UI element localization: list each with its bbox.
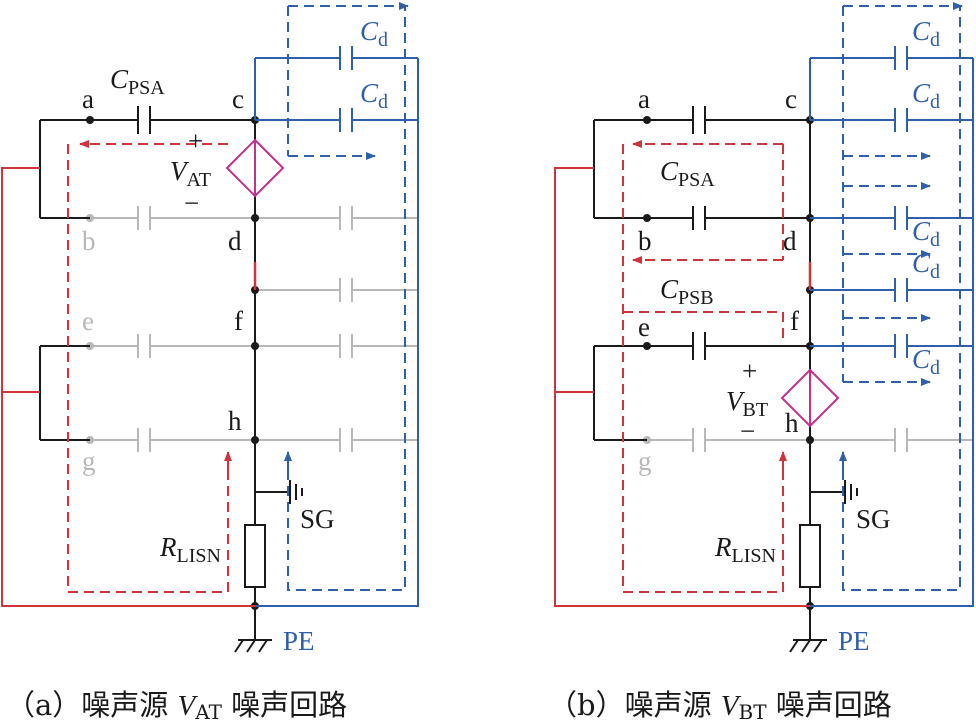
cd-label-5: Cd xyxy=(912,344,940,379)
sg-label: SG xyxy=(856,504,891,534)
source-plus: + xyxy=(742,356,757,386)
panel-b: a c b d e f h g CPSA CPSB Cd Cd Cd Cd Cd… xyxy=(554,2,974,656)
active-wires xyxy=(593,106,858,653)
sg-label: SG xyxy=(300,504,335,534)
inactive-branches xyxy=(86,206,418,452)
node-d-label: d xyxy=(228,226,242,256)
caption-b: （b）噪声源 VBT 噪声回路 xyxy=(548,688,892,724)
caption-a-suffix: 噪声回路 xyxy=(221,688,348,722)
node-g-label: g xyxy=(82,446,96,476)
cd-label-1: Cd xyxy=(912,16,940,51)
pe-label: PE xyxy=(283,626,315,656)
node-h-label: h xyxy=(785,408,799,438)
rlisn-label: RLISN xyxy=(714,532,776,567)
node-b-label: b xyxy=(82,226,96,256)
cap-psa-label: CPSA xyxy=(110,64,165,99)
node-g-label: g xyxy=(638,446,652,476)
node-e-label: e xyxy=(82,306,94,336)
node-dots xyxy=(86,116,259,610)
source-minus: − xyxy=(184,188,199,218)
rlisn-label: RLISN xyxy=(159,532,221,567)
cd-label-2: Cd xyxy=(360,78,388,113)
blue-wires xyxy=(809,46,974,607)
pe-label: PE xyxy=(838,626,870,656)
red-dashed-loop xyxy=(622,140,787,593)
cap-psa-label: CPSA xyxy=(660,156,715,191)
cd-label-1: Cd xyxy=(360,16,388,51)
red-dashed-loop xyxy=(67,140,232,593)
caption-b-prefix: （b）噪声源 xyxy=(548,688,721,722)
node-b-label: b xyxy=(638,226,652,256)
blue-wires xyxy=(254,46,419,607)
source-label: VBT xyxy=(726,386,768,421)
cd-label-4: Cd xyxy=(912,248,940,283)
node-f-label: f xyxy=(790,306,799,336)
node-a-label: a xyxy=(82,84,94,114)
pe-red-wire xyxy=(1,167,255,607)
cd-label-3: Cd xyxy=(912,216,940,251)
caption-b-suffix: 噪声回路 xyxy=(766,688,892,722)
node-c-label: c xyxy=(232,84,244,114)
caption-a-prefix: （a）噪声源 xyxy=(6,688,178,722)
node-h-label: h xyxy=(228,406,242,436)
node-c-label: c xyxy=(785,84,797,114)
blue-dashed-loops xyxy=(284,2,409,591)
caption-a: （a）噪声源 VAT 噪声回路 xyxy=(6,688,348,724)
blue-dashed-loops xyxy=(839,2,963,591)
node-f-label: f xyxy=(234,306,243,336)
cap-psb-label: CPSB xyxy=(660,274,714,309)
node-d-label: d xyxy=(783,226,797,256)
cd-label-2: Cd xyxy=(912,78,940,113)
source-plus: + xyxy=(188,126,203,156)
pe-red-wire xyxy=(554,167,810,607)
node-e-label: e xyxy=(638,312,650,342)
panel-a: a c d f h b e g CPSA Cd Cd + VAT − SG RL… xyxy=(1,2,419,656)
source-minus: − xyxy=(740,416,755,446)
source-label: VAT xyxy=(170,156,211,191)
node-a-label: a xyxy=(638,84,650,114)
